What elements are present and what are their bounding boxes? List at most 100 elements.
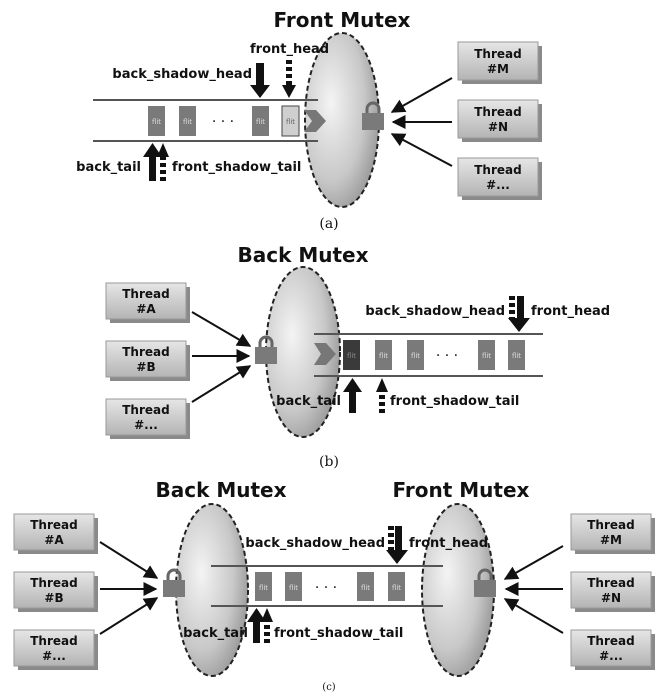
flit: flit [285, 572, 302, 601]
flit: flit [478, 340, 495, 370]
front-shadow-tail-arrow-icon [376, 378, 388, 413]
svg-text:Thread: Thread [587, 518, 634, 532]
svg-text:#N: #N [601, 591, 621, 605]
front-head-arrow-icon [282, 60, 296, 98]
lock-icon [255, 335, 277, 364]
svg-text:Thread: Thread [474, 105, 521, 119]
flit: flit [252, 106, 269, 136]
back-mutex-title: Back Mutex [155, 478, 286, 502]
back-tail-label: back_tail [183, 626, 248, 641]
flit: flit [179, 106, 196, 136]
panel-c: Back Mutex Front Mutex flit flit · · · f… [13, 478, 655, 693]
svg-text:flit: flit [379, 352, 388, 360]
flit: flit [148, 106, 165, 136]
svg-text:flit: flit [347, 352, 356, 360]
svg-text:Thread: Thread [122, 287, 169, 301]
enqueue-arrow-icon [314, 343, 336, 365]
svg-text:Thread: Thread [30, 518, 77, 532]
flit: flit [508, 340, 525, 370]
front-mutex-title: Front Mutex [393, 478, 530, 502]
front-head-label: front_head [531, 304, 610, 319]
svg-text:Thread: Thread [587, 576, 634, 590]
thread-box: Thread #B [13, 571, 98, 612]
back-tail-arrow-icon [143, 143, 162, 181]
lock-icon [362, 101, 384, 130]
thread-arrow [503, 545, 564, 580]
back-shadow-head-label: back_shadow_head [245, 536, 385, 551]
svg-text:#B: #B [44, 591, 63, 605]
thread-box: Thread #A [105, 282, 190, 323]
thread-box: Thread #A [13, 513, 98, 554]
front-mutex-title: Front Mutex [274, 8, 411, 32]
svg-text:flit: flit [482, 352, 491, 360]
thread-box: Thread #... [105, 398, 190, 439]
svg-text:#...: #... [486, 178, 510, 192]
svg-text:#A: #A [44, 533, 64, 547]
thread-box: Thread #... [570, 629, 655, 670]
svg-text:Thread: Thread [474, 47, 521, 61]
svg-text:flit: flit [152, 118, 161, 126]
svg-text:flit: flit [286, 118, 295, 126]
thread-box: Thread #M [570, 513, 655, 554]
front-shadow-tail-arrow-icon [157, 143, 169, 181]
front-shadow-tail-label: front_shadow_tail [172, 160, 301, 175]
svg-text:Thread: Thread [587, 634, 634, 648]
thread-box: Thread #... [457, 157, 542, 200]
svg-text:Thread: Thread [30, 576, 77, 590]
thread-box: Thread #... [13, 629, 98, 670]
back-mutex-ellipse [265, 266, 341, 438]
svg-text:#N: #N [488, 120, 508, 134]
flit: flit [388, 572, 405, 601]
svg-text:Thread: Thread [122, 345, 169, 359]
svg-text:Thread: Thread [30, 634, 77, 648]
thread-arrow [390, 133, 453, 167]
back-mutex-title: Back Mutex [237, 243, 368, 267]
flit: flit [407, 340, 424, 370]
svg-text:flit: flit [256, 118, 265, 126]
svg-text:flit: flit [411, 352, 420, 360]
svg-text:#M: #M [600, 533, 622, 547]
front-head-arrow-icon [386, 526, 408, 564]
svg-text:flit: flit [183, 118, 192, 126]
front-head-arrow-icon [508, 296, 530, 332]
flit-tail: flit [343, 340, 360, 370]
panel-b: Back Mutex flit flit flit · · · flit fli… [105, 243, 610, 470]
front-shadow-tail-label: front_shadow_tail [274, 626, 403, 641]
thread-arrow [191, 311, 252, 347]
caption-a: (a) [319, 216, 338, 232]
thread-arrow [191, 365, 252, 403]
svg-text:flit: flit [259, 584, 268, 592]
back-tail-label: back_tail [76, 160, 141, 175]
dequeue-arrow-icon [304, 110, 326, 132]
front-shadow-tail-label: front_shadow_tail [390, 394, 519, 409]
flit-head: flit [281, 105, 300, 137]
svg-text:Thread: Thread [474, 163, 521, 177]
thread-arrow [99, 541, 159, 579]
flit: flit [375, 340, 392, 370]
lock-icon [163, 568, 185, 597]
flit: flit [255, 572, 272, 601]
thread-box: Thread #N [457, 99, 542, 142]
flit-ellipsis: · · · [315, 580, 337, 596]
svg-text:flit: flit [289, 584, 298, 592]
svg-text:#...: #... [134, 418, 158, 432]
back-shadow-head-label: back_shadow_head [112, 67, 252, 82]
svg-text:flit: flit [512, 352, 521, 360]
flit-ellipsis: · · · [436, 348, 458, 364]
thread-arrow [390, 77, 453, 113]
front-head-label: front_head [409, 536, 488, 551]
svg-text:#M: #M [487, 62, 509, 76]
front-head-label: front_head [250, 42, 329, 57]
svg-text:#B: #B [136, 360, 155, 374]
caption-b: (b) [319, 454, 339, 470]
back-tail-label: back_tail [276, 394, 341, 409]
svg-text:#...: #... [599, 649, 623, 663]
back-tail-arrow-icon [247, 608, 266, 643]
back-mutex-ellipse [175, 503, 249, 677]
thread-box: Thread #M [457, 41, 542, 84]
front-shadow-tail-arrow-icon [261, 608, 273, 643]
panel-a: Front Mutex flit flit · · · flit flit ba… [76, 8, 542, 232]
thread-arrow [99, 597, 159, 635]
svg-text:Thread: Thread [122, 403, 169, 417]
